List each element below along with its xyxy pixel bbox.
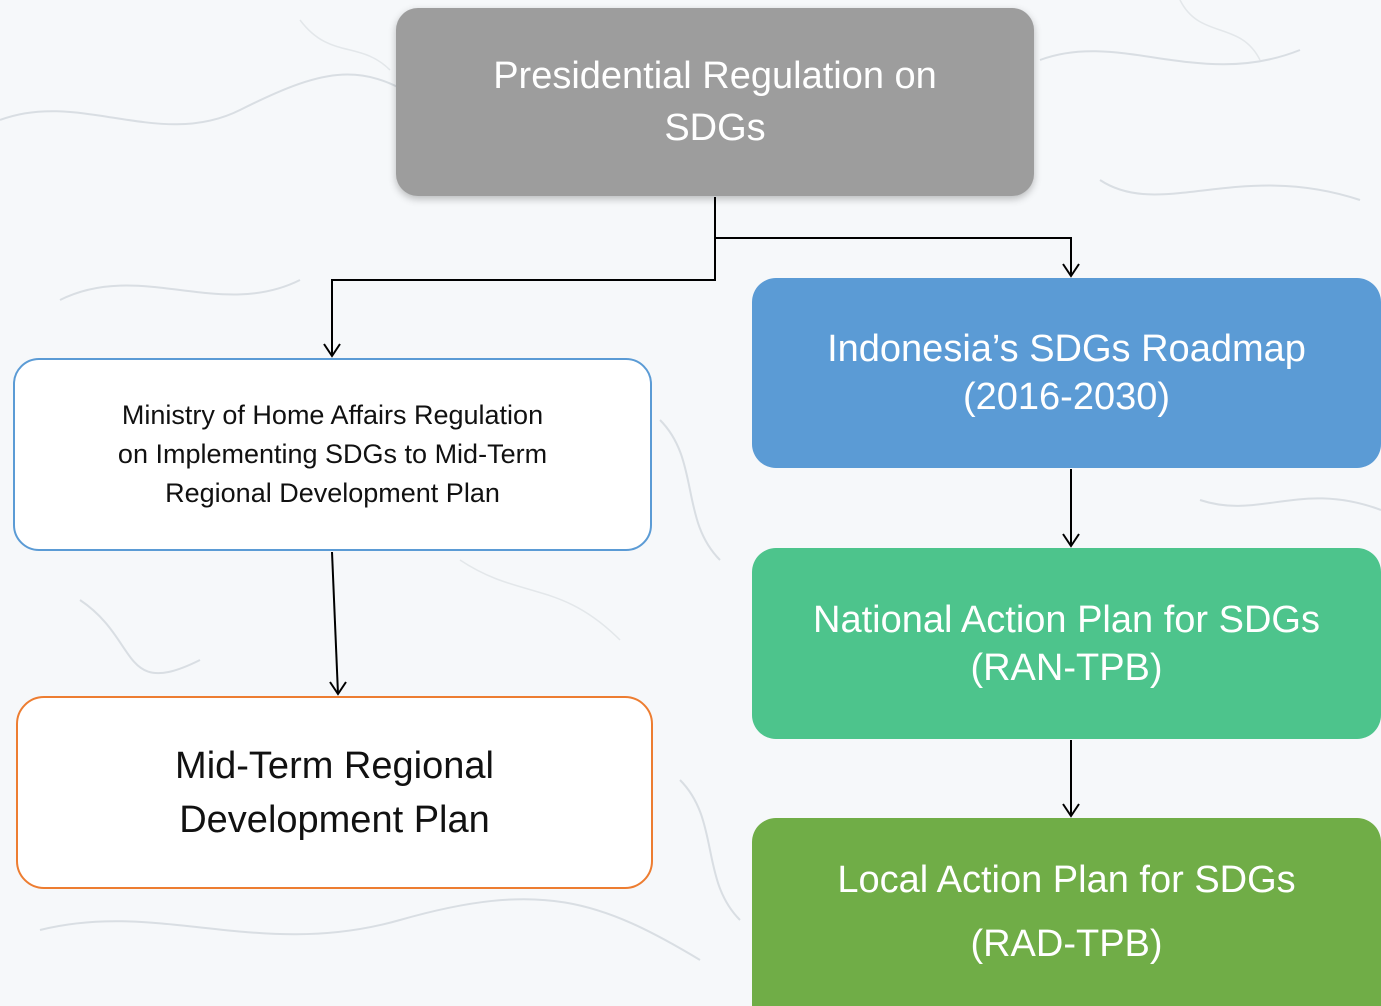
node-roadmap-line1: Indonesia’s SDGs Roadmap [827,328,1306,370]
node-ministry-line1: Ministry of Home Affairs Regulation [121,400,544,430]
node-presidential-line1: Presidential Regulation on [493,55,937,97]
node-rad-line1: Local Action Plan for SDGs [837,859,1296,901]
node-local-action-plan: Local Action Plan for SDGs (RAD-TPB) [752,818,1381,1006]
connector-presidential-to-roadmap [715,237,1072,276]
node-ministry-regulation: Ministry of Home Affairs Regulation on I… [13,358,652,551]
node-ran-line1: National Action Plan for SDGs [813,598,1320,641]
node-ministry-line3: Regional Development Plan [165,478,500,508]
node-sdgs-roadmap: Indonesia’s SDGs Roadmap (2016-2030) [752,278,1381,468]
arrowhead-ran [1062,533,1080,548]
node-ran-line2: (RAN-TPB) [970,646,1163,689]
connector-ministry-to-midterm [331,551,339,695]
node-roadmap-line2: (2016-2030) [962,376,1171,418]
node-rad-line2: (RAD-TPB) [970,923,1163,965]
node-midterm-line1: Mid-Term Regional [175,744,494,787]
node-ministry-line2: on Implementing SDGs to Mid-Term [117,439,548,469]
node-national-action-plan: National Action Plan for SDGs (RAN-TPB) [752,548,1381,739]
arrowhead-rad [1062,803,1080,818]
arrowhead-ministry [323,343,341,358]
arrowhead-roadmap [1062,263,1080,278]
arrowhead-midterm [329,681,347,696]
node-midterm-plan: Mid-Term Regional Development Plan [16,696,653,889]
node-presidential-line2: SDGs [664,107,766,149]
node-presidential-regulation: Presidential Regulation on SDGs [396,8,1034,196]
node-midterm-line2: Development Plan [179,798,490,841]
connector-presidential-to-ministry [331,197,716,356]
